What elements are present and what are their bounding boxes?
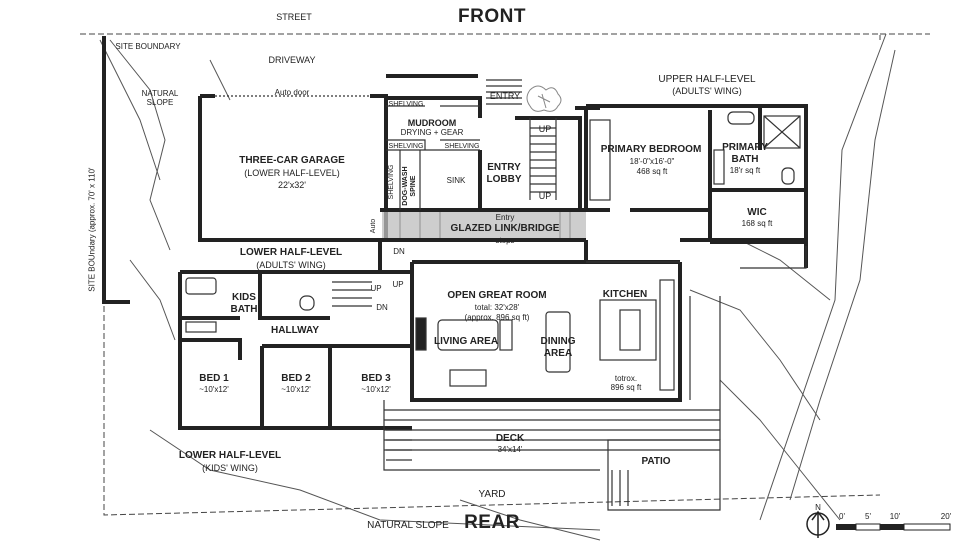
deck-dim: 34'x14'	[497, 445, 523, 454]
scale-bar-graphic	[836, 523, 951, 531]
kids-up-label: UP	[370, 284, 382, 293]
front-label: FRONT	[458, 6, 526, 27]
entry-lobby-label: ENTRY LOBBY	[486, 162, 522, 185]
kids-bath-label: KIDS BATH	[230, 292, 258, 315]
north-arrow-icon	[806, 510, 830, 538]
lower-half-adults-name: LOWER HALF-LEVEL	[239, 247, 343, 258]
stair-up-label: UP	[538, 124, 552, 134]
wic-name: WIC	[747, 207, 767, 218]
scale-tick-10: 10'	[889, 512, 901, 521]
mudroom-sub: DRYING + GEAR	[400, 128, 464, 137]
primary-bath-dim: 18'r sq ft	[729, 166, 761, 175]
link-entry-label: Entry	[495, 213, 515, 222]
lower-half-adults-sub: (ADULTS' WING)	[256, 260, 326, 270]
kids-dn-label: DN	[376, 303, 388, 312]
living-area-label: LIVING AREA	[433, 336, 499, 347]
lower-half-kids-name: LOWER HALF-LEVEL	[178, 450, 282, 461]
driveway-label: DRIVEWAY	[268, 55, 316, 65]
link-dn-label: DN	[393, 247, 405, 256]
bed2-name: BED 2	[281, 373, 311, 384]
primary-bedroom-name: PRIMARY BEDROOM	[600, 144, 702, 155]
stair-up2-label: UP	[538, 191, 552, 201]
sink-label: SINK	[446, 176, 466, 185]
upper-half-name: UPPER HALF-LEVEL	[658, 74, 756, 85]
rear-label: REAR	[464, 512, 520, 533]
shrub	[526, 85, 562, 112]
scale-tick-0: 0'	[839, 512, 845, 521]
glazed-link-band	[382, 212, 586, 238]
shelving-left-label: SHELVING	[388, 143, 424, 150]
link-steps-label: steps	[495, 236, 515, 245]
entry-top-label: ENTRY	[489, 91, 521, 101]
garage-name: THREE-CAR GARAGE	[239, 155, 345, 166]
lower-half-kids-sub: (KIDS' WING)	[202, 463, 258, 473]
dog-wash-label: DOG-WASH SPINE	[401, 166, 417, 206]
bed3-name: BED 3	[361, 373, 391, 384]
street-label: STREET	[276, 12, 312, 22]
scale-tick-20: 20'	[940, 512, 952, 521]
upper-half-sub: (ADULTS' WING)	[672, 86, 742, 96]
bed1-name: BED 1	[199, 373, 229, 384]
bed2-dim: ~10'x12'	[281, 385, 311, 394]
deck-name: DECK	[495, 433, 525, 444]
natural-slope-top-label: NATURAL SLOPE	[141, 89, 179, 108]
dining-area-label: DINING AREA	[540, 336, 576, 359]
great-room-approx: (approx. 896 sq ft)	[464, 313, 530, 322]
great-room-total: total: 32'x28'	[474, 303, 520, 312]
site-boundary-lines	[80, 33, 930, 516]
bed1-dim: ~10'x12'	[199, 385, 229, 394]
hallway-label: HALLWAY	[271, 325, 319, 336]
primary-bath-name: PRIMARY BATH	[722, 142, 768, 165]
totrox-label: totrox. 896 sq ft	[610, 374, 642, 393]
shelving-top-label: SHELVING	[388, 101, 424, 108]
kids-up2-label: UP	[392, 280, 404, 289]
interior-lines	[185, 79, 807, 511]
wic-area: 168 sq ft	[741, 219, 773, 228]
garage-sub: (LOWER HALF-LEVEL)	[244, 168, 340, 178]
garage-dim: 22'x32'	[278, 180, 306, 190]
yard-label: YARD	[478, 489, 506, 500]
glazed-link-name: GLAZED LINK/BRIDGE	[450, 223, 560, 234]
scale-tick-5: 5'	[865, 512, 871, 521]
great-room-name: OPEN GREAT ROOM	[447, 290, 547, 301]
site-boundary-label: SITE BOUNDARY	[115, 42, 181, 51]
auto-door-label: Auto door	[274, 88, 310, 97]
auto-small-label: Auto	[369, 218, 377, 234]
primary-bedroom-area: 468 sq ft	[636, 167, 668, 176]
natural-slope-bottom-label: NATURAL SLOPE	[367, 520, 449, 531]
shelving-vert-label: SHELVING	[387, 164, 395, 200]
shelving-right-label: SHELVING	[444, 143, 480, 150]
site-boundary-side-label: SITE BOUndary (approx. 70' x 110'	[87, 167, 97, 292]
patio-label: PATIO	[641, 456, 671, 467]
walls	[102, 36, 808, 430]
bed3-dim: ~10'x12'	[361, 385, 391, 394]
kitchen-label: KITCHEN	[602, 289, 648, 300]
slope-lines	[99, 33, 896, 541]
primary-bedroom-dim: 18'-0"x16'-0"	[629, 157, 675, 166]
north-label: N	[815, 503, 821, 512]
mudroom-name: MUDROOM	[407, 118, 457, 128]
